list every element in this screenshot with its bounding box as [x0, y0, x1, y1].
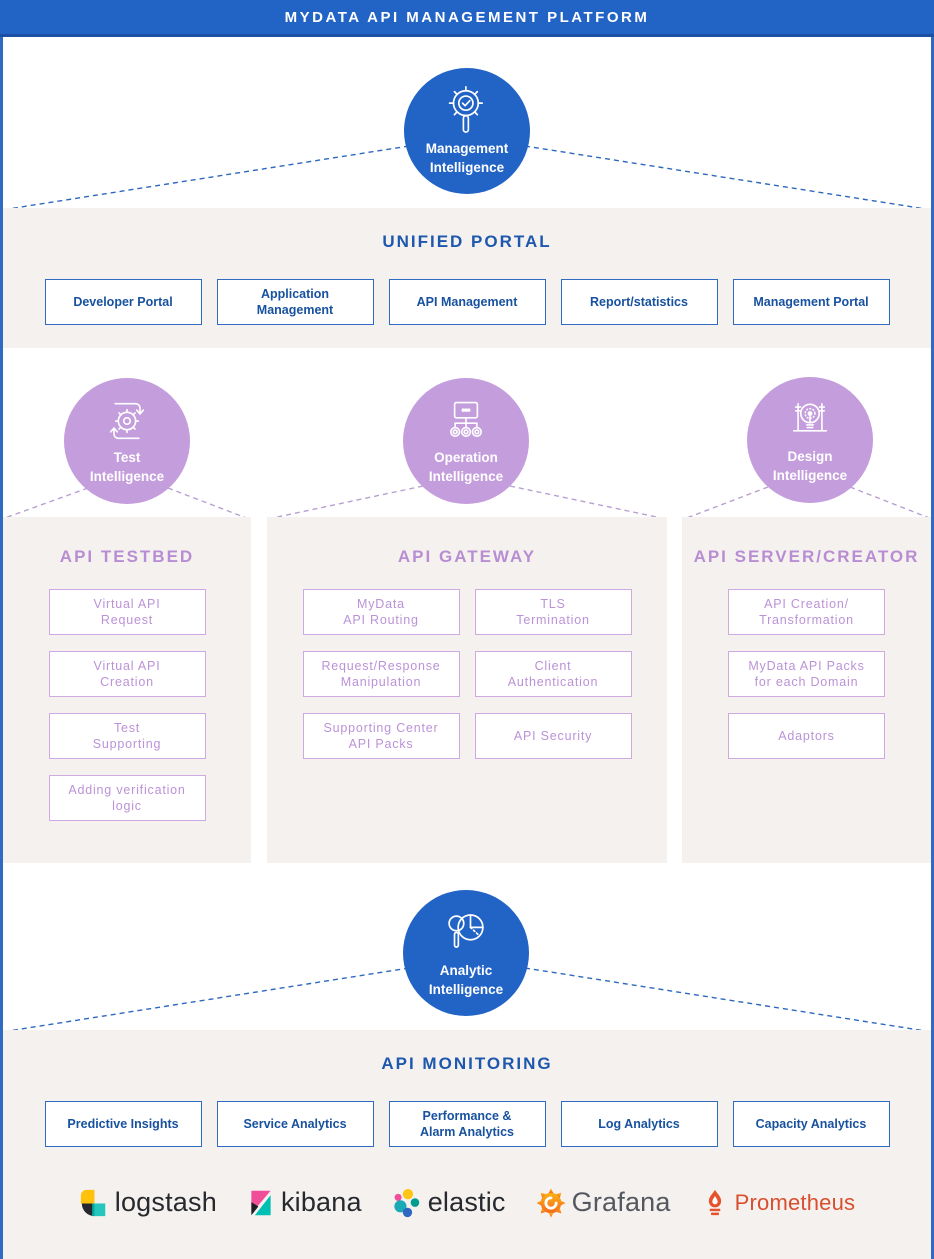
api-gateway-panel: API GATEWAY MyData API Routing TLS Termi… — [267, 517, 667, 863]
api-server-creator-boxes: API Creation/ Transformation MyData API … — [682, 589, 931, 759]
box-mydata-api-routing: MyData API Routing — [302, 589, 460, 635]
box-api-creation-transformation: API Creation/ Transformation — [728, 589, 885, 635]
magnifier-pie-chart-icon — [448, 914, 484, 949]
api-testbed-title: API TESTBED — [59, 547, 195, 566]
unified-portal-title: UNIFIED PORTAL — [382, 232, 552, 251]
design-intelligence-node: Design Intelligence — [747, 377, 873, 503]
test-intelligence-node: Test Intelligence — [64, 378, 190, 504]
box-application-management: Application Management — [216, 279, 374, 325]
api-testbed-boxes: Virtual API Request Virtual API Creation… — [3, 589, 251, 821]
logstash-icon — [80, 1189, 106, 1216]
design-intelligence-label: Design Intelligence — [772, 449, 848, 483]
grafana-logo: Grafana — [536, 1187, 671, 1218]
box-developer-portal: Developer Portal — [44, 279, 202, 325]
box-capacity-analytics: Capacity Analytics — [732, 1101, 890, 1147]
connector-dashed-line — [1, 145, 410, 211]
box-adding-verification-logic: Adding verification logic — [48, 775, 206, 821]
connector-dashed-line — [167, 487, 250, 520]
api-server-creator-title: API SERVER/CREATOR — [693, 547, 920, 566]
box-tls-termination: TLS Termination — [474, 589, 632, 635]
prometheus-logo: Prometheus — [701, 1188, 856, 1218]
analytic-intelligence-node: Analytic Intelligence — [403, 890, 529, 1016]
connector-dashed-line — [524, 145, 933, 211]
lightbulb-icon — [792, 403, 828, 432]
management-intelligence-label: Management Intelligence — [425, 141, 509, 175]
box-virtual-api-creation: Virtual API Creation — [48, 651, 206, 697]
box-test-supporting: Test Supporting — [48, 713, 206, 759]
test-intelligence-label: Test Intelligence — [89, 450, 165, 484]
logstash-logo: logstash — [79, 1187, 217, 1218]
box-management-portal: Management Portal — [732, 279, 890, 325]
gear-cycle-arrows-icon — [109, 403, 145, 440]
elastic-icon — [394, 1188, 419, 1217]
box-adaptors: Adaptors — [728, 713, 885, 759]
operation-intelligence-node: Operation Intelligence — [403, 378, 529, 504]
connector-dashed-line — [1, 967, 410, 1033]
connector-dashed-line — [683, 486, 769, 520]
connector-dashed-line — [849, 486, 933, 520]
right-border — [931, 0, 934, 1259]
box-performance-alarm-analytics: Performance & Alarm Analytics — [388, 1101, 546, 1147]
page-title: MYDATA API MANAGEMENT PLATFORM — [284, 8, 650, 26]
kibana-label: kibana — [280, 1187, 362, 1217]
elastic-logo: elastic — [392, 1187, 506, 1218]
api-monitoring-panel: API MONITORING Predictive Insights Servi… — [3, 1030, 931, 1259]
api-gateway-title: API GATEWAY — [397, 547, 537, 566]
box-api-security: API Security — [474, 713, 632, 759]
connector-dashed-line — [509, 485, 667, 520]
magnifier-gear-check-icon — [448, 86, 484, 134]
elastic-label: elastic — [427, 1187, 506, 1217]
unified-portal-boxes: Developer Portal Application Management … — [3, 279, 931, 325]
left-border — [0, 0, 3, 1259]
connector-dashed-line — [524, 967, 933, 1033]
box-service-analytics: Service Analytics — [216, 1101, 374, 1147]
api-server-creator-panel: API SERVER/CREATOR API Creation/ Transfo… — [682, 517, 931, 863]
tool-logos-row: logstash kibana elastic — [3, 1187, 931, 1218]
connector-dashed-line — [1, 487, 89, 520]
box-log-analytics: Log Analytics — [560, 1101, 718, 1147]
prometheus-label: Prometheus — [734, 1189, 856, 1215]
box-virtual-api-request: Virtual API Request — [48, 589, 206, 635]
api-monitoring-title: API MONITORING — [381, 1054, 553, 1073]
prometheus-icon — [708, 1189, 721, 1215]
api-testbed-panel: API TESTBED Virtual API Request Virtual … — [3, 517, 251, 863]
box-mydata-api-packs: MyData API Packs for each Domain — [728, 651, 885, 697]
kibana-logo: kibana — [247, 1187, 362, 1218]
box-report-statistics: Report/statistics — [560, 279, 718, 325]
api-monitoring-boxes: Predictive Insights Service Analytics Pe… — [3, 1101, 931, 1147]
monitor-network-icon — [450, 402, 482, 438]
kibana-icon — [251, 1190, 271, 1215]
operation-intelligence-label: Operation Intelligence — [428, 450, 504, 484]
management-intelligence-node: Management Intelligence — [404, 68, 530, 194]
box-request-response-manipulation: Request/Response Manipulation — [302, 651, 460, 697]
analytic-intelligence-label: Analytic Intelligence — [428, 963, 504, 997]
logstash-label: logstash — [114, 1187, 217, 1217]
api-gateway-boxes: MyData API Routing TLS Termination Reque… — [267, 589, 667, 759]
box-supporting-center-api-packs: Supporting Center API Packs — [302, 713, 460, 759]
unified-portal-panel: UNIFIED PORTAL Developer Portal Applicat… — [3, 208, 931, 348]
header-bar: MYDATA API MANAGEMENT PLATFORM — [0, 0, 934, 37]
box-predictive-insights: Predictive Insights — [44, 1101, 202, 1147]
box-api-management: API Management — [388, 279, 546, 325]
grafana-icon — [536, 1187, 566, 1218]
box-client-authentication: Client Authentication — [474, 651, 632, 697]
connector-dashed-line — [267, 485, 424, 520]
grafana-label: Grafana — [571, 1187, 671, 1217]
